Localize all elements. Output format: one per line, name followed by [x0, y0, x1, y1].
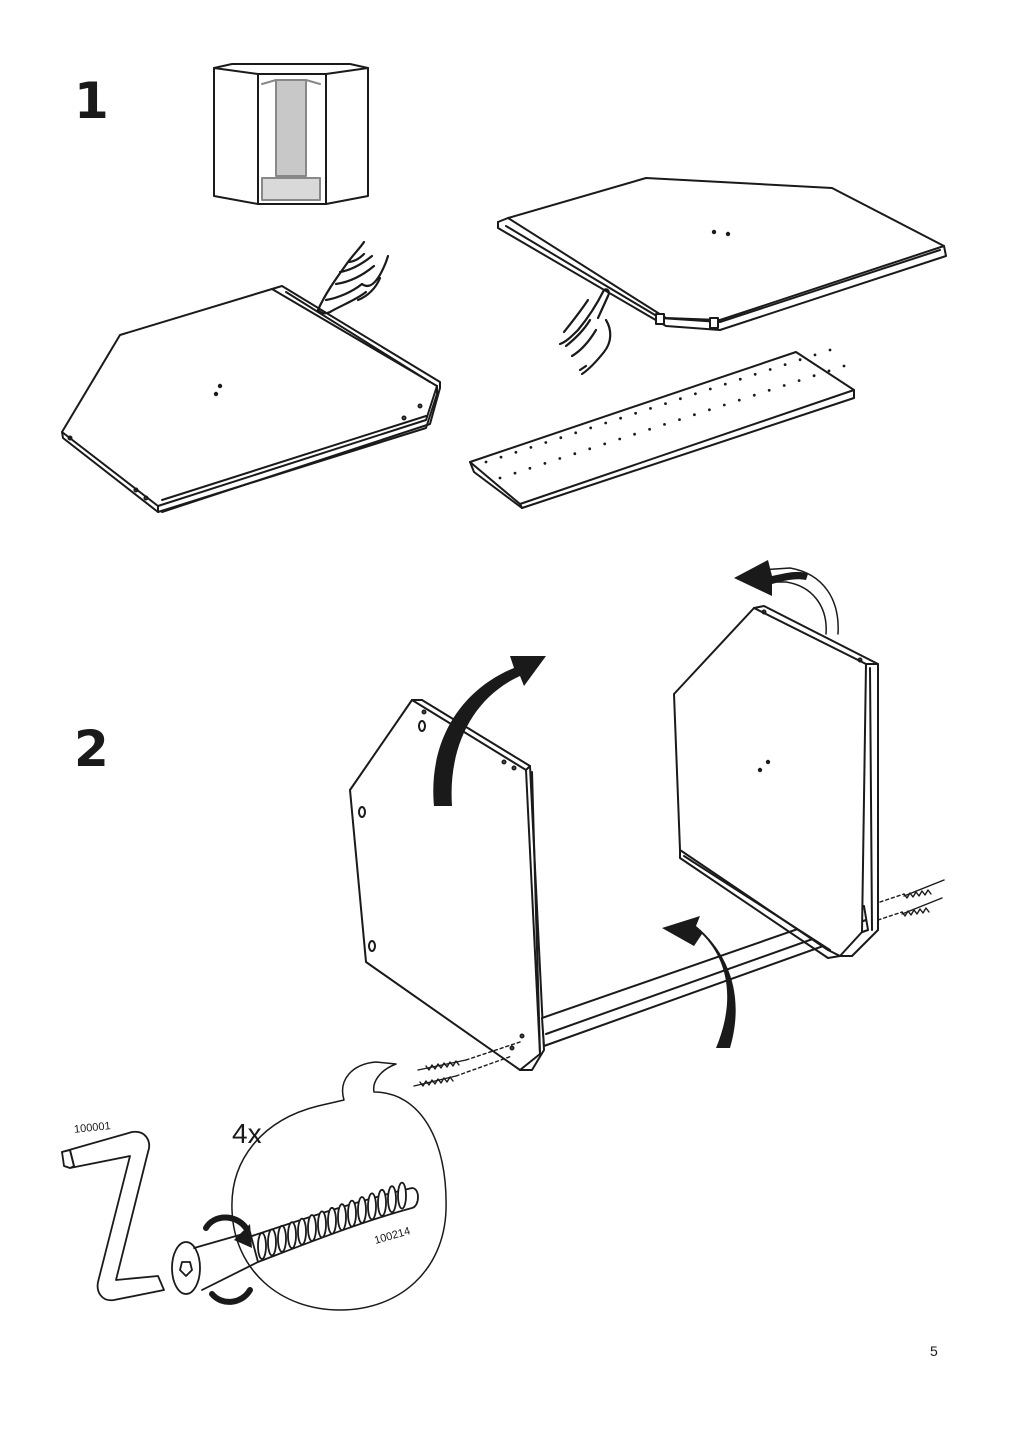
screw-thread — [307, 1214, 317, 1242]
rail-holes — [484, 348, 846, 480]
screw-thread — [347, 1199, 357, 1228]
rail-hole — [753, 372, 757, 376]
rail-hole — [528, 466, 532, 470]
rail-hole — [797, 379, 801, 382]
rail-hole — [619, 416, 622, 420]
rail-hole — [768, 368, 772, 371]
rail-hole — [723, 382, 727, 386]
rail-hole — [618, 437, 622, 441]
screw-thread — [287, 1221, 297, 1250]
rail-hole — [767, 388, 771, 392]
rail-hole — [484, 460, 488, 464]
rail-hole — [752, 393, 756, 397]
rail-hole — [708, 408, 711, 412]
rail-hole — [693, 413, 696, 417]
allen-wrench-icon — [61, 1130, 165, 1302]
side-panel-right — [673, 605, 879, 959]
rail-hole — [812, 374, 816, 378]
detail-callout — [231, 1061, 447, 1311]
back-rail — [469, 351, 855, 509]
rail-hole — [633, 432, 636, 436]
rail-hole — [649, 407, 652, 410]
rotate-arrow-icon — [433, 656, 546, 806]
screw-thread — [377, 1188, 387, 1217]
rail-hole — [708, 387, 712, 391]
hand-pointing-icon — [316, 240, 390, 315]
rail-hole — [737, 398, 741, 402]
screw-thread — [297, 1217, 307, 1246]
rail-hole — [573, 452, 577, 456]
rail-hole — [722, 403, 726, 407]
rotate-arrow-icon — [734, 560, 839, 635]
rail-hole — [559, 436, 563, 440]
step-number: 1 — [74, 72, 109, 130]
rail-hole — [678, 418, 681, 421]
rail-hole — [514, 450, 518, 454]
rail-hole — [603, 442, 607, 446]
rail-hole — [588, 447, 592, 451]
top-panel — [61, 285, 441, 513]
screw-thread — [397, 1181, 407, 1210]
hand-pointing-icon — [558, 288, 612, 376]
rail-hole — [529, 446, 533, 449]
rail-hole — [543, 462, 547, 465]
rail-hole — [782, 384, 786, 387]
side-panel-left — [349, 699, 545, 1071]
screw-thread — [317, 1210, 327, 1239]
rail-hole — [842, 364, 846, 368]
screw-icon — [171, 1181, 419, 1305]
rail-hole — [604, 421, 608, 425]
rail-hole — [828, 348, 832, 352]
rail-hole — [513, 471, 517, 475]
screw-icon — [877, 879, 945, 921]
rail-hole — [663, 423, 666, 426]
screw-thread — [267, 1228, 277, 1257]
screw-thread — [367, 1192, 377, 1221]
screw-thread — [327, 1206, 337, 1235]
rail-hole — [558, 457, 562, 460]
bottom-panel — [497, 177, 947, 331]
rail-hole — [798, 358, 802, 362]
rail-hole — [813, 353, 817, 357]
screw-thread — [387, 1185, 397, 1214]
rail-hole — [634, 411, 637, 415]
rotate-arrow-icon — [662, 916, 736, 1048]
rail-hole — [498, 476, 502, 480]
rail-hole — [694, 392, 697, 396]
rail-hole — [574, 431, 578, 435]
screw-thread — [337, 1203, 347, 1232]
rail-hole — [648, 427, 651, 431]
rail-hole — [664, 402, 667, 405]
screw-icon — [413, 1041, 521, 1087]
rail-hole — [783, 363, 787, 366]
rail-hole — [499, 455, 503, 459]
rail-hole — [738, 377, 742, 381]
rail-hole — [589, 426, 593, 430]
quantity-label: 4x — [232, 1118, 262, 1149]
step-number: 2 — [74, 720, 109, 778]
rail-hole — [544, 441, 548, 444]
screw-thread — [357, 1196, 367, 1224]
cabinet-icon — [213, 63, 369, 205]
rail-hole — [679, 397, 682, 401]
screw-thread — [257, 1232, 267, 1260]
screw-thread — [277, 1224, 287, 1253]
page-number: 5 — [930, 1343, 938, 1359]
rail-hole — [827, 369, 831, 373]
